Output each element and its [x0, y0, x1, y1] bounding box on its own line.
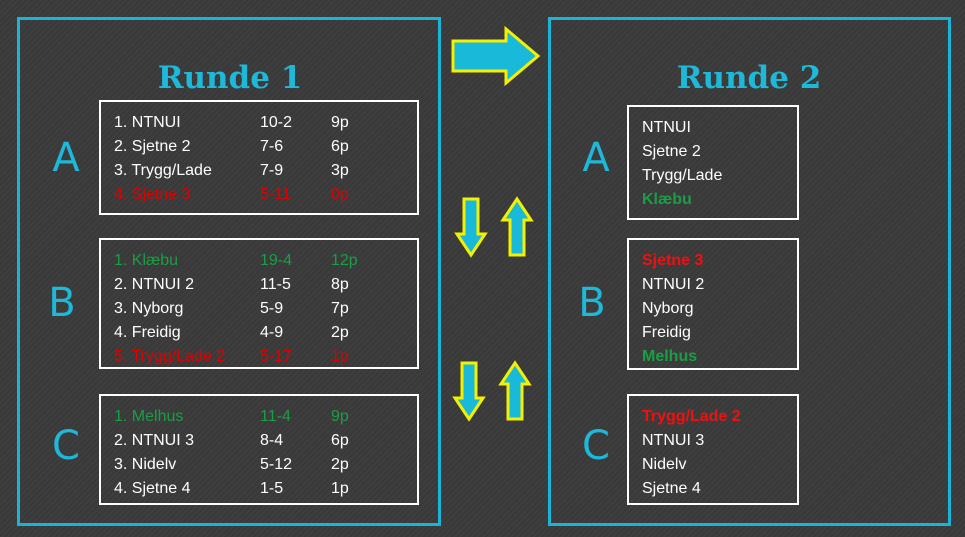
team-name: Nyborg: [642, 300, 694, 317]
team-name: 5. Trygg/Lade 2: [114, 348, 226, 365]
points: 7p: [331, 300, 349, 317]
round2-group-a-letter: A: [582, 135, 610, 181]
round2-group-b-letter: B: [578, 280, 606, 326]
team-name: Klæbu: [642, 191, 692, 208]
round1-group-b-letter: B: [48, 280, 76, 326]
points: 12p: [331, 252, 358, 269]
team-name: 3. Nyborg: [114, 300, 184, 317]
round1-group-c-table: 1. Melhus 11-4 9p 2. NTNUI 3 8-4 6p 3. N…: [99, 394, 419, 505]
team-name: Sjetne 3: [642, 252, 704, 269]
goal-score: 10-2: [260, 114, 293, 131]
team-name: Trygg/Lade: [642, 167, 723, 184]
round1-panel: [17, 17, 441, 526]
goal-score: 1-5: [260, 480, 284, 497]
team-name: Sjetne 4: [642, 480, 701, 497]
points: 3p: [331, 162, 349, 179]
team-name: Freidig: [642, 324, 691, 341]
round2-panel: [548, 17, 951, 526]
points: 9p: [331, 408, 349, 425]
team-name: 3. Nidelv: [114, 456, 177, 473]
round1-group-b-table: 1. Klæbu 19-4 12p 2. NTNUI 2 11-5 8p 3. …: [99, 238, 419, 369]
round1-group-a-letter: A: [52, 135, 80, 181]
team-name: 2. Sjetne 2: [114, 138, 191, 155]
round2-group-b-list: Sjetne 3 NTNUI 2 Nyborg Freidig Melhus: [627, 238, 799, 370]
team-name: Nidelv: [642, 456, 687, 473]
goal-score: 8-4: [260, 432, 284, 449]
goal-score: 5-12: [260, 456, 293, 473]
team-name: 2. NTNUI 2: [114, 276, 195, 293]
goal-score: 11-5: [260, 276, 291, 293]
round1-title: Runde 1: [157, 60, 303, 96]
arrow-down-icon: [454, 197, 488, 258]
points: 1p: [331, 480, 349, 497]
arrow-up-icon: [498, 360, 532, 421]
points: 6p: [331, 138, 349, 155]
arrow-right-icon: [451, 26, 541, 86]
round2-group-a-list: NTNUI Sjetne 2 Trygg/Lade Klæbu: [627, 105, 799, 220]
team-name: 1. NTNUI: [114, 114, 181, 131]
goal-score: 7-9: [260, 162, 284, 179]
points: 2p: [331, 324, 349, 341]
team-name: NTNUI 3: [642, 432, 705, 449]
goal-score: 19-4: [260, 252, 293, 269]
round2-title: Runde 2: [676, 60, 822, 96]
goal-score: 11-4: [260, 408, 291, 425]
round1-group-c-letter: C: [52, 423, 80, 469]
team-name: 4. Sjetne 4: [114, 480, 191, 497]
team-name: Melhus: [642, 348, 698, 365]
goal-score: 5-11: [260, 186, 291, 203]
points: 6p: [331, 432, 349, 449]
round1-group-a-table: 1. NTNUI 10-2 9p 2. Sjetne 2 7-6 6p 3. T…: [99, 100, 419, 215]
arrow-down-icon: [452, 361, 486, 422]
round2-group-c-letter: C: [582, 423, 610, 469]
points: 2p: [331, 456, 349, 473]
goal-score: 5-17: [260, 348, 293, 365]
goal-score: 5-9: [260, 300, 284, 317]
team-name: 4. Freidig: [114, 324, 181, 341]
team-name: Sjetne 2: [642, 143, 701, 160]
team-name: NTNUI: [642, 119, 691, 136]
team-name: Trygg/Lade 2: [642, 408, 741, 425]
team-name: 3. Trygg/Lade: [114, 162, 212, 179]
team-name: 2. NTNUI 3: [114, 432, 195, 449]
team-name: 1. Melhus: [114, 408, 184, 425]
round2-group-c-list: Trygg/Lade 2 NTNUI 3 Nidelv Sjetne 4: [627, 394, 799, 505]
arrow-up-icon: [500, 196, 534, 257]
points: 9p: [331, 114, 349, 131]
team-name: 1. Klæbu: [114, 252, 179, 269]
goal-score: 7-6: [260, 138, 284, 155]
points: 1p: [331, 348, 349, 365]
points: 0p: [331, 186, 349, 203]
points: 8p: [331, 276, 349, 293]
goal-score: 4-9: [260, 324, 284, 341]
team-name: NTNUI 2: [642, 276, 705, 293]
team-name: 4. Sjetne 3: [114, 186, 191, 203]
